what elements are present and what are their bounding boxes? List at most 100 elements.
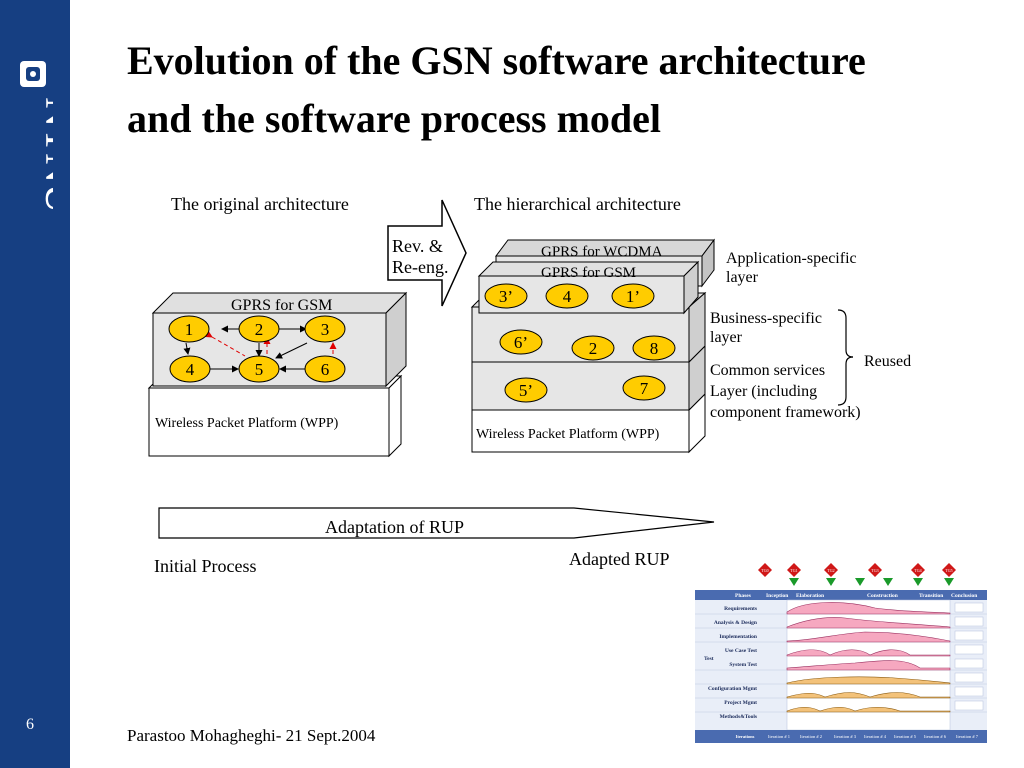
rup-iteration-3: Iteration # 3 <box>834 734 857 739</box>
right-heading: The hierarchical architecture <box>474 194 681 214</box>
business-annotation-line-2: layer <box>710 329 742 346</box>
title-line-2: and the software process model <box>127 96 662 141</box>
right-nodes: 3’ 4 1’ 6’ 2 8 5’ 7 <box>484 283 676 403</box>
milestone-tg4: TG4 <box>914 568 921 573</box>
rup-discipline-analysis: Analysis & Design <box>714 620 757 626</box>
left-node-3-label: 3 <box>321 320 330 339</box>
rup-discipline-config-mgmt: Configuration Mgmt <box>708 686 757 692</box>
right-node-3p-label: 3’ <box>499 287 513 306</box>
adapted-rup-label: Adapted RUP <box>569 549 670 569</box>
app-layer-annotation: Application-specific layer <box>726 249 857 287</box>
rup-iteration-2: Iteration # 2 <box>800 734 822 739</box>
left-node-6 <box>304 355 346 383</box>
rup-discipline-implementation: Implementation <box>719 634 757 640</box>
rup-iteration-5: Iteration # 5 <box>894 734 917 739</box>
common-annotation-line-1: Common services <box>710 362 826 379</box>
common-annotation-line-2: Layer (including <box>710 383 818 400</box>
milestone-tg2: TG2 <box>827 568 834 573</box>
left-wpp-label: Wireless Packet Platform (WPP) <box>155 416 339 431</box>
right-node-6p-label: 6’ <box>514 333 528 352</box>
rup-phase-transition: Transition <box>919 593 943 599</box>
slide-number: 6 <box>26 716 34 733</box>
left-node-2 <box>238 315 280 343</box>
transition-line-1: Rev. & <box>392 236 443 256</box>
transition-line-2: Re-eng. <box>392 257 449 277</box>
rup-phase-elaboration: Elaboration <box>796 593 824 599</box>
right-node-8 <box>632 335 676 361</box>
rup-phase-construction: Construction <box>867 593 898 599</box>
slide-footer: Parastoo Mohagheghi- 21 Sept.2004 <box>127 726 376 745</box>
right-wpp-layer <box>471 392 706 454</box>
rup-phase-phases: Phases <box>735 593 751 599</box>
right-node-4 <box>545 283 589 309</box>
rup-phase-inception: Inception <box>766 593 788 599</box>
left-node-2-label: 2 <box>255 320 264 339</box>
right-node-2 <box>571 335 615 361</box>
milestone-tg3: TG3 <box>871 568 878 573</box>
right-node-2-label: 2 <box>589 339 598 358</box>
left-node-4-label: 4 <box>186 360 195 379</box>
rup-discipline-project-mgmt: Project Mgmt <box>724 700 757 706</box>
rup-iteration-1: Iteration # 1 <box>768 734 790 739</box>
slide-title: Evolution of the GSN software architectu… <box>127 32 1007 148</box>
right-node-1p <box>611 283 655 309</box>
left-heading: The original architecture <box>171 194 349 214</box>
rup-test-group: Test <box>704 656 714 662</box>
rup-iteration-4: Iteration # 4 <box>864 734 887 739</box>
right-node-7-label: 7 <box>640 379 649 398</box>
common-layer-annotation: Common services Layer (including compone… <box>710 360 861 423</box>
gsm-app-label: GPRS for GSM <box>541 265 636 281</box>
left-node-links <box>183 325 337 373</box>
left-gprs-label: GPRS for GSM <box>231 297 332 314</box>
milestone-tg1: TG1 <box>790 568 797 573</box>
app-annotation-line-1: Application-specific <box>726 250 857 267</box>
sidebar: NTNU 6 <box>0 0 70 768</box>
business-layer-annotation: Business-specific layer <box>710 309 822 347</box>
milestone-tg5: TG5 <box>945 568 952 573</box>
right-wpp-label: Wireless Packet Platform (WPP) <box>476 427 660 442</box>
rup-iterations-label: Iterations <box>736 734 755 739</box>
right-node-3p <box>484 283 528 309</box>
left-node-5 <box>238 355 280 383</box>
transition-arrow <box>387 199 467 307</box>
right-node-5p <box>504 377 548 403</box>
left-node-6-label: 6 <box>321 360 330 379</box>
milestone-tg0: TG0 <box>761 568 768 573</box>
right-node-7 <box>622 375 666 401</box>
right-node-8-label: 8 <box>650 339 659 358</box>
right-node-1p-label: 1’ <box>626 287 640 306</box>
rup-discipline-use-case-test: Use Case Test <box>725 648 757 654</box>
rup-phase-conclusion: Conclusion <box>951 593 977 599</box>
reused-brace <box>837 309 854 406</box>
process-arrow-label: Adaptation of RUP <box>325 517 464 537</box>
reused-label: Reused <box>864 353 912 370</box>
left-node-3 <box>304 315 346 343</box>
right-node-6p <box>499 329 543 355</box>
process-arrow <box>158 507 715 539</box>
right-node-5p-label: 5’ <box>519 381 533 400</box>
rup-process-chart: TG0 TG1 TG2 TG3 TG4 TG5 Phases Inception… <box>695 563 987 743</box>
transition-label: Rev. & Re-eng. <box>392 236 448 278</box>
brand-text: NTNU <box>36 97 53 214</box>
ntnu-logo-icon <box>20 61 46 87</box>
common-annotation-line-3: component framework) <box>710 404 861 421</box>
rup-iteration-7: Iteration # 7 <box>956 734 979 739</box>
left-node-5-label: 5 <box>255 360 264 379</box>
initial-process-label: Initial Process <box>154 556 257 576</box>
brand-wordmark: NTNU <box>36 97 53 214</box>
title-line-1: Evolution of the GSN software architectu… <box>127 38 866 83</box>
milestone-markers: TG0 TG1 TG2 TG3 TG4 TG5 <box>758 563 956 586</box>
business-annotation-line-1: Business-specific <box>710 310 822 327</box>
app-annotation-line-2: layer <box>726 269 758 286</box>
rup-discipline-methods-tools: Methods&Tools <box>720 714 757 720</box>
wcdma-label: GPRS for WCDMA <box>541 244 663 260</box>
left-node-1 <box>168 315 210 343</box>
right-node-4-label: 4 <box>563 287 572 306</box>
left-nodes: 1 2 3 4 5 6 <box>168 315 346 383</box>
rup-iteration-6: Iteration # 6 <box>924 734 947 739</box>
rup-discipline-system-test: System Test <box>729 662 757 668</box>
left-node-1-label: 1 <box>185 320 194 339</box>
left-node-4 <box>169 355 211 383</box>
rup-discipline-requirements: Requirements <box>724 606 757 612</box>
